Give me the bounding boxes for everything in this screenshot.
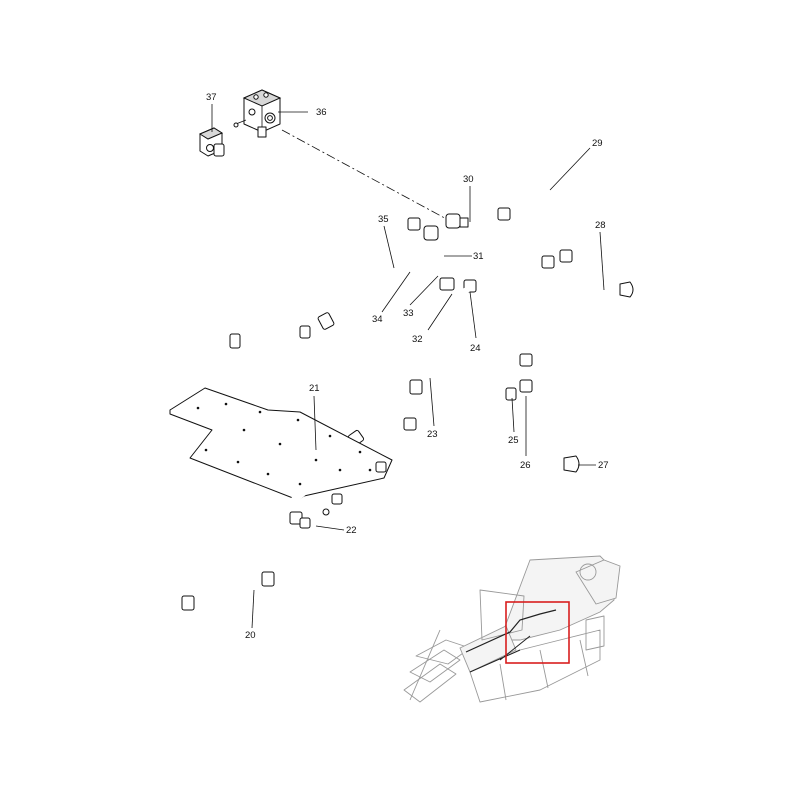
hose-29 — [497, 188, 590, 263]
valve-block-36 — [233, 89, 282, 138]
callout-21: 21 — [309, 383, 320, 394]
fitting-30 — [445, 213, 555, 269]
callout-35: 35 — [378, 214, 389, 225]
callout-27: 27 — [598, 460, 609, 471]
hidden-connection-line — [281, 129, 453, 223]
hose-28 — [458, 281, 634, 299]
callout-26: 26 — [520, 460, 531, 471]
machine-overview-inset — [403, 555, 621, 703]
highlight-box — [505, 601, 570, 664]
callout-30: 30 — [463, 174, 474, 185]
callout-22: 22 — [346, 525, 357, 536]
hose-24 — [483, 241, 551, 287]
callout-34: 34 — [372, 314, 383, 325]
solenoid-fitting-37 — [198, 127, 225, 157]
callout-32: 32 — [412, 334, 423, 345]
callout-33: 33 — [403, 308, 414, 319]
hose-23 — [293, 285, 473, 499]
callout-23: 23 — [427, 429, 438, 440]
callout-24: 24 — [470, 343, 481, 354]
callout-20: 20 — [245, 630, 256, 641]
callout-25: 25 — [508, 435, 519, 446]
hose-20 — [165, 483, 315, 668]
callout-29: 29 — [592, 138, 603, 149]
hose-26 — [505, 353, 580, 473]
callout-31: 31 — [473, 251, 484, 262]
fitting-22 — [289, 461, 387, 529]
callout-37: 37 — [206, 92, 217, 103]
callout-28: 28 — [595, 220, 606, 231]
main-hose-upper-left — [172, 234, 434, 382]
callout-labels: 37 36 29 30 28 35 31 34 33 32 24 21 23 2… — [206, 92, 609, 641]
plate-21 — [169, 387, 393, 501]
callout-36: 36 — [316, 107, 327, 118]
leader-lines — [211, 104, 605, 629]
